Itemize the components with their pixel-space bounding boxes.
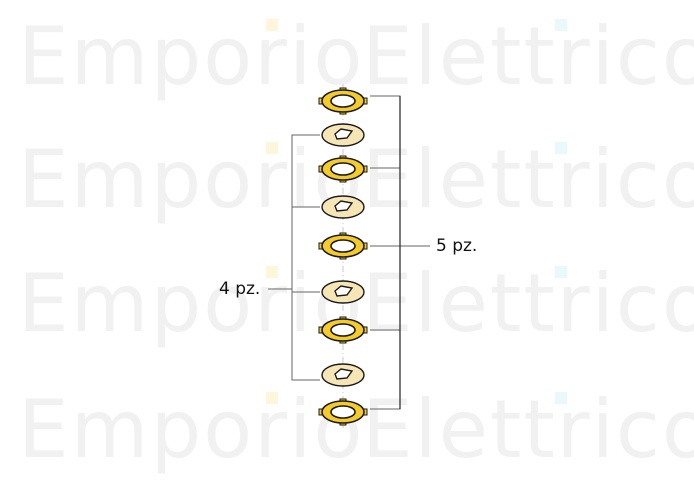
watermark-word-elettrico: Elettrico (362, 383, 694, 476)
square-hole-washer-icon (321, 363, 365, 387)
square-hole-washer-icon (321, 123, 365, 147)
watermark-row-4: Emporio Elettrico (0, 390, 694, 470)
watermark-row-1: Emporio Elettrico (0, 17, 694, 97)
watermark-dot-cyan (555, 266, 567, 278)
watermark-word-emporio: Emporio (18, 257, 365, 350)
watermark-word-emporio: Emporio (18, 383, 365, 476)
toothed-ring-washer-icon (318, 316, 368, 344)
square-hole-washer-icon (321, 195, 365, 219)
watermark-row-2: Emporio Elettrico (0, 140, 694, 220)
toothed-ring-washer-icon (318, 155, 368, 183)
watermark-word-elettrico: Elettrico (362, 10, 694, 103)
watermark-dot-yellow (266, 392, 278, 404)
toothed-ring-washer-icon (318, 232, 368, 260)
watermark-dot-yellow (266, 142, 278, 154)
left-quantity-label: 4 pz. (219, 279, 261, 299)
toothed-ring-washer-icon (318, 398, 368, 426)
watermark-row-3: Emporio Elettrico (0, 264, 694, 344)
square-hole-washer-icon (321, 280, 365, 304)
watermark-word-elettrico: Elettrico (362, 257, 694, 350)
watermark-dot-cyan (555, 142, 567, 154)
watermark-dot-cyan (555, 19, 567, 31)
left-bracket (268, 134, 320, 381)
watermark-word-emporio: Emporio (18, 10, 365, 103)
right-quantity-label: 5 pz. (436, 236, 478, 256)
watermark-dot-cyan (555, 392, 567, 404)
toothed-ring-washer-icon (318, 87, 368, 115)
watermark-dot-yellow (266, 19, 278, 31)
watermark-word-emporio: Emporio (18, 133, 365, 226)
watermark-word-elettrico: Elettrico (362, 133, 694, 226)
watermark-dot-yellow (266, 266, 278, 278)
